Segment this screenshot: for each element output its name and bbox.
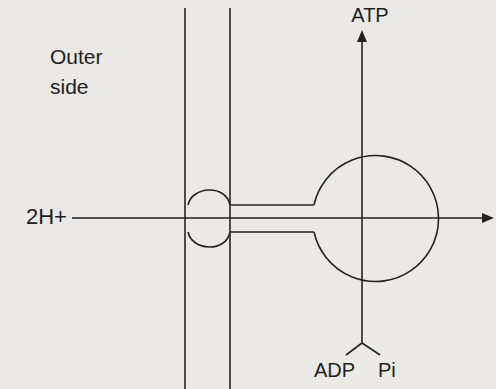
arrowhead: [357, 30, 367, 42]
membrane-line: [229, 8, 231, 389]
proton-arrow: [72, 217, 484, 219]
text-label: ADP: [314, 358, 364, 382]
text-label: 2H+: [26, 204, 72, 230]
text-label: Pi: [378, 358, 408, 382]
membrane-line: [184, 8, 186, 389]
arrowhead: [482, 213, 494, 223]
text-label: Outer side: [50, 42, 130, 102]
fork-line: [346, 343, 362, 355]
f0-lower-lobe: [188, 232, 230, 247]
text-label: ATP: [335, 3, 405, 27]
f0-upper-lobe: [188, 190, 230, 205]
fork-line: [362, 343, 380, 355]
stalk-line: [230, 231, 314, 233]
stalk-line: [230, 204, 314, 206]
atp-arrow: [361, 40, 363, 343]
